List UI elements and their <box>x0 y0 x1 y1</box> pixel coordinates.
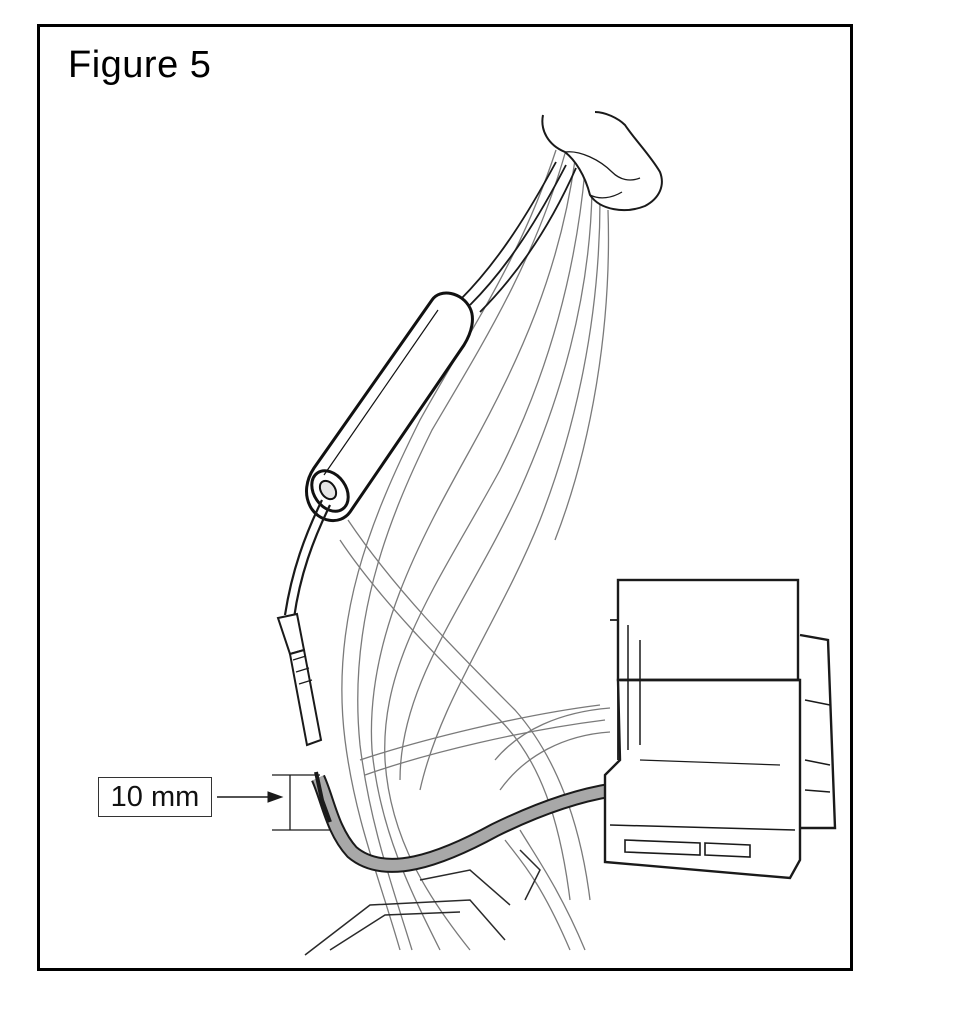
heat-shrink-sleeve <box>305 291 474 522</box>
gray-wire <box>311 771 614 873</box>
grommet <box>541 111 663 212</box>
figure-title: Figure 5 <box>68 44 212 86</box>
callout-label-10mm: 10 mm <box>98 777 212 817</box>
wire-bundle <box>339 149 611 951</box>
exposed-wire <box>283 499 331 619</box>
bracket <box>304 849 541 956</box>
crimp-terminal <box>276 612 323 747</box>
dimension-10mm <box>217 774 330 831</box>
connector-housing <box>603 578 837 880</box>
sleeved-wires <box>459 161 577 313</box>
